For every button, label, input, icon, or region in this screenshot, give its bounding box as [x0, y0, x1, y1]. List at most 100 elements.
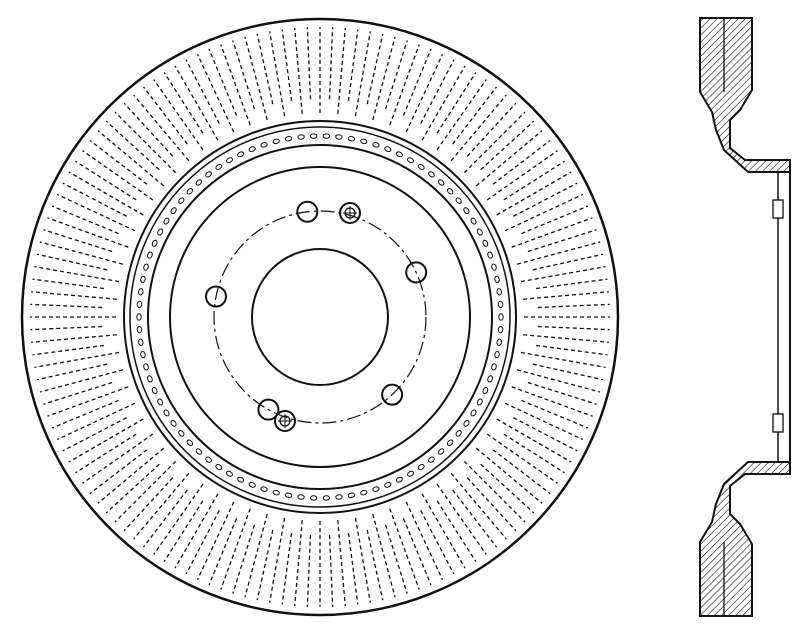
- vent-line: [208, 518, 238, 586]
- cooling-slot: [446, 188, 454, 195]
- cooling-slot: [384, 146, 392, 153]
- vent-line: [523, 291, 609, 300]
- vent-line: [153, 79, 204, 151]
- cooling-slot: [143, 263, 149, 271]
- vent-line: [153, 483, 204, 555]
- vent-line: [496, 171, 572, 216]
- cooling-slot: [151, 239, 158, 247]
- vent-line: [421, 493, 466, 569]
- cooling-slot: [494, 350, 500, 359]
- stud-hole-detail: [772, 199, 784, 219]
- vent-line: [511, 217, 593, 248]
- vent-line: [31, 334, 117, 343]
- vent-line: [142, 489, 188, 548]
- lug-hole: [257, 398, 280, 421]
- vent-line: [196, 53, 235, 133]
- cooling-slot: [470, 217, 477, 225]
- vent-line: [503, 433, 565, 474]
- vent-line: [504, 193, 584, 232]
- section-upper: [699, 17, 791, 173]
- vent-line: [521, 399, 589, 429]
- vent-line: [62, 182, 127, 217]
- marked-hole: [274, 410, 296, 432]
- vent-line: [337, 520, 346, 606]
- section-lower: [699, 461, 791, 617]
- vent-line: [436, 79, 487, 151]
- vent-line: [347, 533, 359, 605]
- vent-line: [281, 533, 293, 605]
- cooling-slot: [237, 151, 245, 158]
- vent-line: [32, 278, 104, 290]
- cooling-slot: [178, 197, 185, 204]
- vent-line: [486, 150, 558, 201]
- cooling-slot: [186, 439, 194, 446]
- vent-line: [537, 325, 610, 331]
- vent-line: [480, 120, 535, 171]
- vent-line: [62, 417, 127, 452]
- vent-line: [532, 253, 604, 271]
- vent-line: [328, 27, 334, 100]
- vent-line: [527, 229, 597, 253]
- cross-section-view: [699, 17, 791, 617]
- vent-line: [89, 139, 148, 185]
- vent-line: [43, 381, 113, 405]
- vent-line: [133, 94, 190, 162]
- vent-line: [405, 53, 444, 133]
- cooling-slot: [496, 338, 502, 346]
- vent-line: [347, 29, 359, 101]
- cooling-slot: [407, 470, 414, 477]
- cooling-slot: [360, 489, 368, 496]
- vent-line: [492, 449, 551, 495]
- cooling-slot: [360, 138, 368, 145]
- cooling-slot: [347, 136, 356, 142]
- vent-line: [466, 102, 517, 157]
- bolt-circle: [213, 210, 427, 424]
- vent-line: [56, 193, 136, 232]
- cooling-slot: [437, 179, 445, 186]
- vent-line: [34, 266, 120, 283]
- outer-edge: [20, 17, 620, 617]
- cooling-slot: [446, 439, 454, 446]
- cooling-slot: [470, 409, 477, 417]
- vent-line: [220, 44, 251, 126]
- cooling-slot: [163, 217, 170, 225]
- vent-line: [294, 28, 303, 114]
- vent-line: [39, 369, 124, 393]
- vent-line: [527, 381, 597, 405]
- vent-line: [142, 86, 188, 145]
- cooling-slot: [335, 134, 343, 140]
- vent-line: [133, 472, 190, 540]
- vent-line: [516, 369, 601, 393]
- vent-line: [30, 303, 103, 309]
- cooling-slot: [297, 494, 305, 500]
- cooling-slot: [272, 138, 280, 145]
- vent-line: [466, 477, 517, 532]
- vent-line: [256, 33, 274, 105]
- cooling-slot: [494, 275, 500, 284]
- vent-line: [480, 463, 535, 514]
- vent-line: [269, 517, 286, 603]
- cooling-slot: [143, 363, 149, 371]
- vent-line: [97, 447, 165, 504]
- cooling-slot: [482, 387, 489, 395]
- vent-line: [56, 402, 136, 441]
- cooling-slot: [195, 448, 203, 455]
- vent-line: [421, 65, 466, 141]
- cooling-slot: [237, 476, 245, 483]
- vent-line: [51, 205, 119, 235]
- cooling-slot: [407, 157, 414, 164]
- cooling-slot: [195, 179, 203, 186]
- cooling-slot: [226, 157, 233, 164]
- cooling-slot: [455, 430, 462, 437]
- vent-line: [511, 386, 593, 417]
- cooling-slot: [248, 146, 256, 153]
- cooling-slot: [347, 492, 356, 498]
- cooling-slot: [455, 197, 462, 204]
- cooling-slot: [138, 338, 144, 346]
- vent-line: [436, 500, 477, 562]
- vent-line: [384, 524, 408, 594]
- vent-line: [244, 513, 268, 598]
- cooling-slot: [215, 464, 223, 471]
- vent-line: [532, 363, 604, 381]
